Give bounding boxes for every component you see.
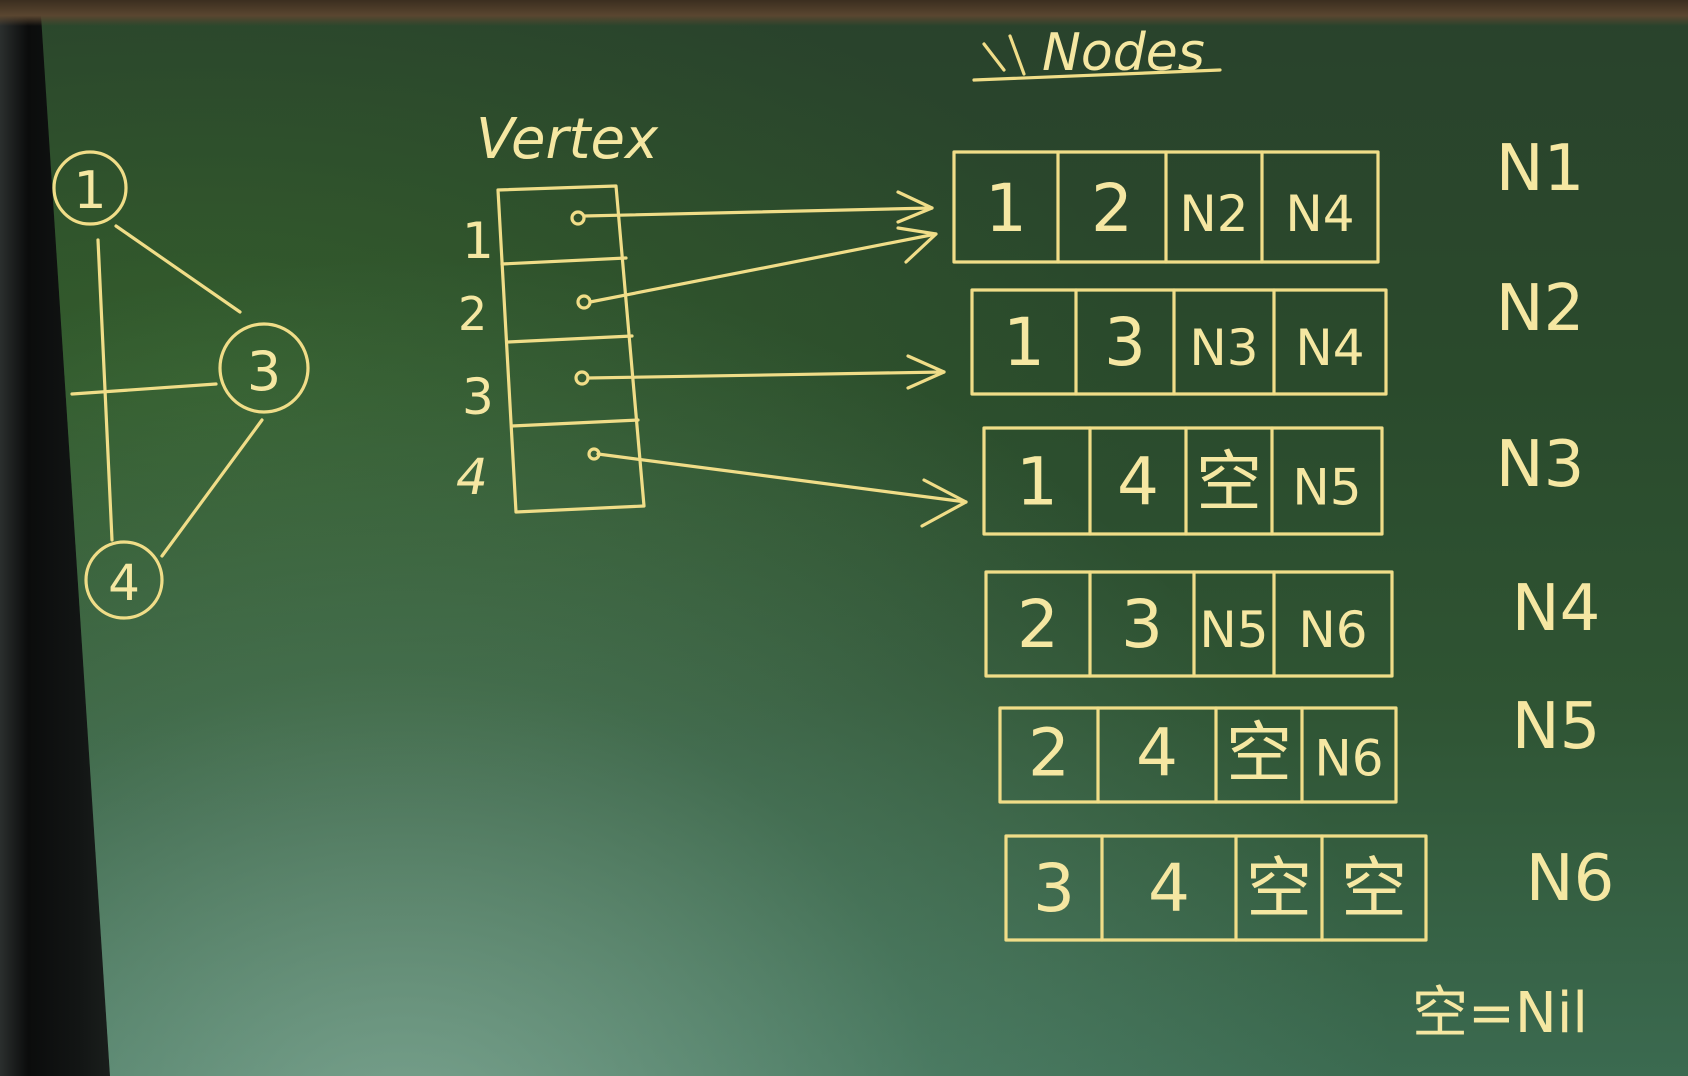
graph-vertex-label: 1 bbox=[73, 161, 106, 221]
arrow-1-to-N1 bbox=[582, 190, 934, 224]
arrow-3-to-N2 bbox=[586, 354, 946, 390]
node-cell-vertex: 2 bbox=[1028, 715, 1070, 792]
graph-edges bbox=[70, 224, 264, 558]
edge-1-3 bbox=[114, 224, 242, 314]
graph-vertex-label: 3 bbox=[247, 340, 281, 403]
top-frame bbox=[0, 0, 1688, 26]
node-cell-link: 空 bbox=[1246, 850, 1312, 927]
nodes-title-underline bbox=[972, 34, 1222, 82]
node-cell-vertex: 1 bbox=[985, 170, 1027, 247]
node-cell-vertex: 1 bbox=[1003, 304, 1045, 381]
node-name-label: N3 bbox=[1496, 428, 1585, 502]
node-cell-link: 空 bbox=[1226, 715, 1292, 792]
node-cell-vertex: 4 bbox=[1148, 850, 1190, 927]
nil-note: 空=Nil bbox=[1412, 981, 1588, 1046]
node-name-label: N1 bbox=[1496, 132, 1585, 206]
node-cell-link: 空 bbox=[1341, 850, 1407, 927]
node-name-label: N4 bbox=[1512, 572, 1601, 646]
node-record-box bbox=[998, 706, 1398, 804]
edge-1-4 bbox=[96, 238, 114, 542]
node-cell-vertex: 2 bbox=[1017, 586, 1059, 663]
node-cell-link: N5 bbox=[1292, 458, 1361, 516]
node-record-box bbox=[970, 288, 1388, 396]
node-name-label: N5 bbox=[1512, 690, 1601, 764]
node-cell-link: N3 bbox=[1189, 319, 1258, 377]
node-cell-link: N6 bbox=[1314, 730, 1383, 788]
vertex-index: 4 bbox=[456, 448, 488, 506]
node-cell-vertex: 3 bbox=[1033, 850, 1075, 927]
graph-vertex-3: 3 bbox=[218, 322, 310, 414]
vertex-index: 2 bbox=[458, 287, 487, 341]
node-cell-link: N4 bbox=[1295, 319, 1364, 377]
graph-vertex-1: 1 bbox=[52, 150, 128, 226]
node-cell-vertex: 4 bbox=[1136, 715, 1178, 792]
vertex-array-title: Vertex bbox=[476, 107, 659, 172]
node-cell-link: N4 bbox=[1285, 185, 1354, 243]
arrow-4-to-N3 bbox=[596, 452, 968, 528]
vertex-index: 3 bbox=[462, 368, 494, 426]
graph-vertex-label: 4 bbox=[108, 554, 140, 612]
arrow-2-to-N1 bbox=[588, 226, 938, 304]
chalkboard-screen bbox=[40, 0, 1688, 1076]
node-name-label: N2 bbox=[1496, 272, 1585, 346]
edge-2-stub bbox=[70, 382, 218, 396]
vertex-index: 1 bbox=[462, 212, 494, 270]
node-record-box bbox=[984, 570, 1394, 678]
node-cell-vertex: 3 bbox=[1104, 304, 1146, 381]
node-name-label: N6 bbox=[1526, 842, 1615, 916]
node-cell-link: N6 bbox=[1298, 601, 1367, 659]
node-record-box bbox=[1004, 834, 1428, 942]
node-cell-vertex: 4 bbox=[1117, 443, 1159, 520]
pointer-arrows bbox=[582, 190, 968, 528]
graph-vertex-4: 4 bbox=[84, 540, 164, 620]
node-cell-vertex: 2 bbox=[1091, 170, 1133, 247]
edge-3-4 bbox=[160, 418, 264, 558]
node-record-box bbox=[982, 426, 1384, 536]
vertex-array: 1 2 3 4 bbox=[456, 184, 646, 514]
node-cell-vertex: 3 bbox=[1121, 586, 1163, 663]
node-cell-link: N5 bbox=[1199, 601, 1268, 659]
node-cell-vertex: 1 bbox=[1016, 443, 1058, 520]
node-cell-link: 空 bbox=[1196, 443, 1262, 520]
node-cell-link: N2 bbox=[1179, 185, 1248, 243]
